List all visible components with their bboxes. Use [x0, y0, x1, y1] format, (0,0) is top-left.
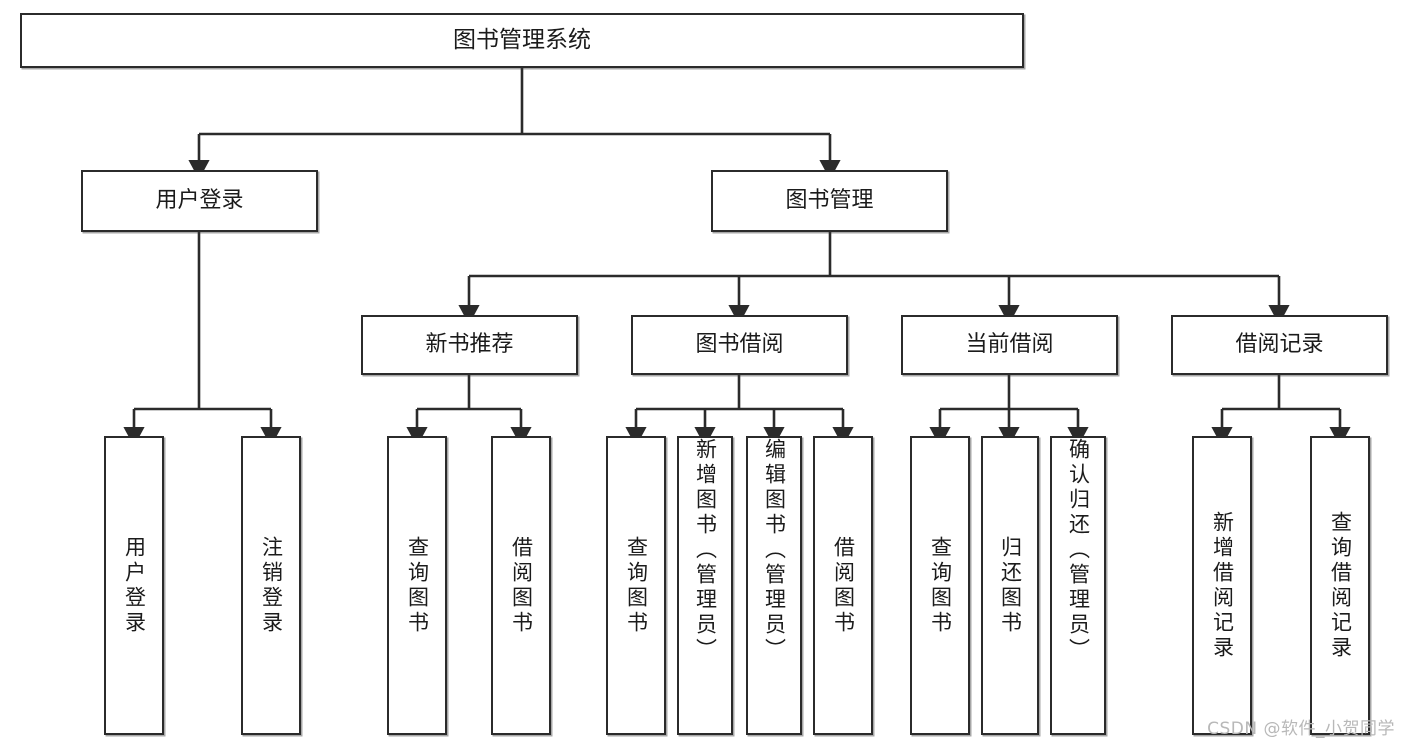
node-label: 查询图书: [624, 535, 649, 636]
node-label: 归还图书: [998, 535, 1023, 636]
node-label: 图书借阅: [695, 332, 784, 358]
node-label: 借阅记录: [1235, 332, 1324, 358]
leaf-edit-book-admin[interactable]: 编辑图书（管理员）: [746, 436, 802, 735]
leaf-query-book-recommend[interactable]: 查询图书: [387, 436, 447, 735]
node-label: 新增借阅记录: [1210, 510, 1235, 661]
node-label: 编辑图书（管理员）: [762, 438, 787, 663]
node-label: 图书管理: [785, 188, 874, 214]
leaf-user-login[interactable]: 用户登录: [104, 436, 164, 735]
leaf-return-book[interactable]: 归还图书: [981, 436, 1039, 735]
leaf-add-book-admin[interactable]: 新增图书（管理员）: [677, 436, 733, 735]
node-label: 查询图书: [405, 535, 430, 636]
node-book-borrow[interactable]: 图书借阅: [631, 315, 848, 375]
node-new-book-recommend[interactable]: 新书推荐: [361, 315, 578, 375]
node-label: 用户登录: [122, 535, 147, 636]
node-label: 当前借阅: [965, 332, 1054, 358]
csdn-watermark: CSDN @软件_小贺同学: [1207, 719, 1395, 739]
node-user-login[interactable]: 用户登录: [81, 170, 318, 232]
node-label: 新书推荐: [425, 332, 514, 358]
leaf-logout[interactable]: 注销登录: [241, 436, 301, 735]
node-book-management[interactable]: 图书管理: [711, 170, 948, 232]
leaf-confirm-return-admin[interactable]: 确认归还（管理员）: [1050, 436, 1106, 735]
leaf-query-book-borrow[interactable]: 查询图书: [606, 436, 666, 735]
node-label: 查询借阅记录: [1328, 510, 1353, 661]
node-label: 注销登录: [259, 535, 284, 636]
node-label: 用户登录: [155, 188, 244, 214]
node-label: 借阅图书: [831, 535, 856, 636]
leaf-query-borrow-record[interactable]: 查询借阅记录: [1310, 436, 1370, 735]
node-borrow-record[interactable]: 借阅记录: [1171, 315, 1388, 375]
node-label: 确认归还（管理员）: [1066, 438, 1091, 663]
node-root-book-management-system[interactable]: 图书管理系统: [20, 13, 1024, 68]
leaf-add-borrow-record[interactable]: 新增借阅记录: [1192, 436, 1252, 735]
leaf-query-book-current[interactable]: 查询图书: [910, 436, 970, 735]
node-label: 图书管理系统: [453, 26, 591, 53]
leaf-borrow-book[interactable]: 借阅图书: [813, 436, 873, 735]
leaf-borrow-book-recommend[interactable]: 借阅图书: [491, 436, 551, 735]
node-label: 查询图书: [928, 535, 953, 636]
node-current-borrow[interactable]: 当前借阅: [901, 315, 1118, 375]
node-label: 新增图书（管理员）: [693, 438, 718, 663]
node-label: 借阅图书: [509, 535, 534, 636]
